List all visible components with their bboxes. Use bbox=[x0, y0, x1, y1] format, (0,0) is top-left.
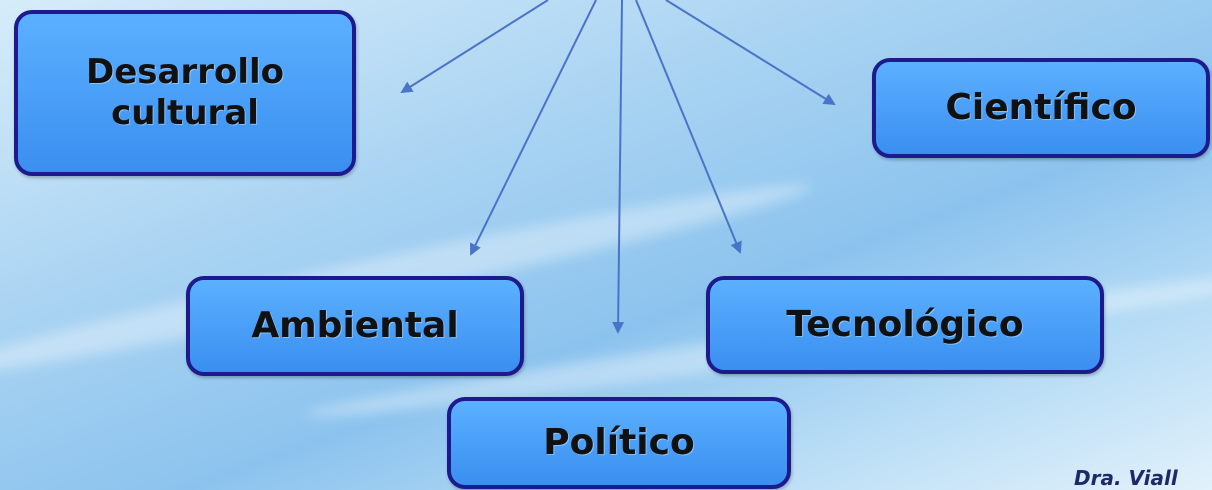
arrow-to-desarrollo-cultural bbox=[400, 0, 549, 94]
node-label: Ambiental bbox=[251, 305, 459, 347]
arrow-to-ambiental bbox=[470, 0, 597, 256]
node-ambiental: Ambiental bbox=[186, 276, 524, 376]
node-desarrollo-cultural: Desarrollo cultural bbox=[14, 10, 356, 176]
arrow-to-tecnologico bbox=[635, 0, 742, 254]
arrow-to-cientifico bbox=[665, 0, 836, 106]
node-politico: Político bbox=[447, 397, 791, 489]
node-label: Desarrollo cultural bbox=[85, 52, 285, 133]
node-tecnologico: Tecnológico bbox=[706, 276, 1104, 374]
node-label: Tecnológico bbox=[786, 304, 1024, 346]
arrow-to-politico bbox=[612, 0, 625, 334]
node-label: Científico bbox=[945, 87, 1137, 129]
node-label: Político bbox=[543, 422, 695, 464]
node-cientifico: Científico bbox=[872, 58, 1210, 158]
author-signature: Dra. Viall bbox=[1074, 466, 1178, 490]
